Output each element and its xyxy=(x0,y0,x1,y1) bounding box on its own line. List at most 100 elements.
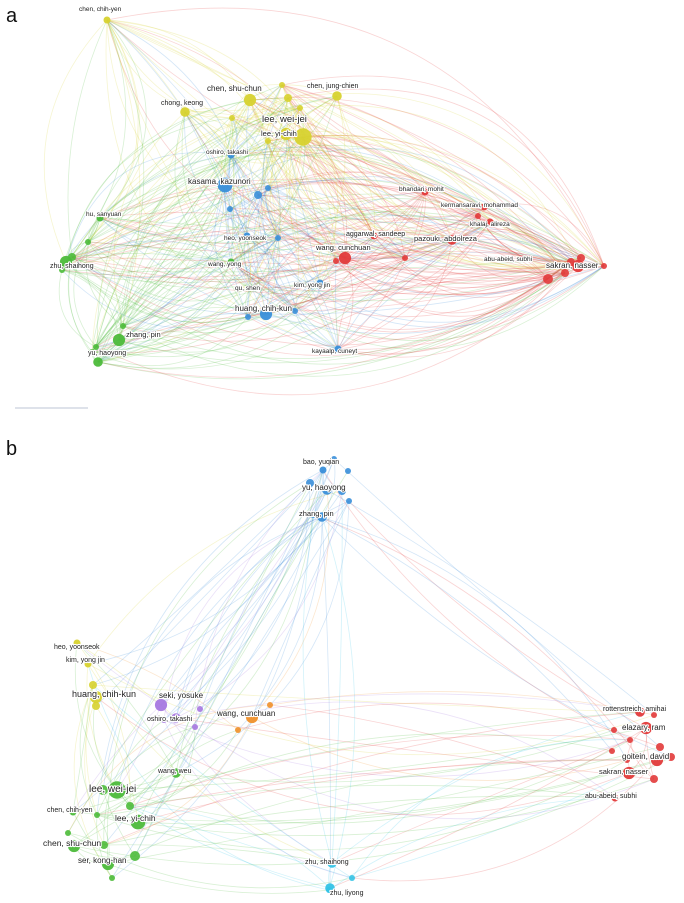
author-node-hu-sanyuan[interactable] xyxy=(96,214,104,222)
author-node-ser-kong-han[interactable] xyxy=(101,857,115,871)
author-node[interactable] xyxy=(338,487,346,495)
author-node[interactable] xyxy=(93,344,99,350)
author-node-heo-yoonseok[interactable] xyxy=(73,639,81,647)
author-node[interactable] xyxy=(89,349,95,355)
author-node-kim-yong-jin[interactable] xyxy=(316,279,324,287)
author-node[interactable] xyxy=(197,706,203,712)
author-node[interactable] xyxy=(310,512,316,518)
author-node[interactable] xyxy=(254,191,262,199)
author-node-zhu-shaihong[interactable] xyxy=(327,858,337,868)
author-node-zhang-pin[interactable] xyxy=(112,333,126,347)
author-node[interactable] xyxy=(543,274,553,284)
coauthor-link xyxy=(71,256,549,280)
author-node-lee-wei-jei[interactable] xyxy=(108,781,126,799)
author-node-seki-yosuke[interactable] xyxy=(154,698,168,712)
author-node-pazouki-abdolreza[interactable] xyxy=(447,235,457,245)
author-node[interactable] xyxy=(94,812,100,818)
author-node[interactable] xyxy=(265,138,271,144)
author-node[interactable] xyxy=(651,712,657,718)
author-node[interactable] xyxy=(349,875,355,881)
author-node[interactable] xyxy=(161,717,167,723)
author-node-zhu-liyong[interactable] xyxy=(325,883,335,893)
author-node-chong-keong[interactable] xyxy=(180,107,190,117)
author-node[interactable] xyxy=(279,82,285,88)
author-node-chen-shu-chun[interactable] xyxy=(243,93,257,107)
author-node-lee-wei-jei[interactable] xyxy=(294,128,312,146)
author-node-goitein-david[interactable] xyxy=(650,753,664,767)
author-node[interactable] xyxy=(59,267,65,273)
author-node[interactable] xyxy=(656,743,664,751)
author-node[interactable] xyxy=(609,748,615,754)
author-node[interactable] xyxy=(245,314,251,320)
author-node-wang-weu[interactable] xyxy=(171,768,181,778)
author-node[interactable] xyxy=(306,479,314,487)
author-node-bhandari-mohit[interactable] xyxy=(421,188,429,196)
author-node[interactable] xyxy=(267,702,273,708)
author-node-yu-haoyong[interactable] xyxy=(322,485,332,495)
author-node-kermansaravi-mohammad[interactable] xyxy=(480,203,488,211)
author-node-abu-abeid-subhi[interactable] xyxy=(611,794,619,802)
author-node[interactable] xyxy=(109,875,115,881)
author-node[interactable] xyxy=(292,308,298,314)
author-node[interactable] xyxy=(331,456,337,462)
author-node-abu-abeid-subhi[interactable] xyxy=(561,262,569,270)
author-node-kayaalp-cuneyt[interactable] xyxy=(334,345,342,353)
author-node[interactable] xyxy=(65,830,71,836)
author-node[interactable] xyxy=(345,468,351,474)
author-node-chen-jung-chien[interactable] xyxy=(332,91,342,101)
author-node[interactable] xyxy=(624,757,630,763)
author-node[interactable] xyxy=(227,206,233,212)
author-node[interactable] xyxy=(89,681,97,689)
author-node-sakran-nasser[interactable] xyxy=(571,259,585,273)
author-node-chen-shu-chun[interactable] xyxy=(67,839,81,853)
author-node-elazary-ram[interactable] xyxy=(639,721,653,735)
author-node-qu-shen[interactable] xyxy=(246,284,254,292)
author-node-aggarwal-sandeep[interactable] xyxy=(370,232,378,240)
author-node-kim-yong-jin[interactable] xyxy=(84,660,92,668)
author-node[interactable] xyxy=(92,702,100,710)
author-node[interactable] xyxy=(98,785,108,795)
author-node-huang-chih-kun[interactable] xyxy=(259,307,273,321)
author-node-wang-yong[interactable] xyxy=(227,258,235,266)
author-node[interactable] xyxy=(130,851,140,861)
author-node[interactable] xyxy=(120,323,126,329)
author-node[interactable] xyxy=(561,269,569,277)
author-node-kasama-kazunori[interactable] xyxy=(217,177,233,193)
author-node[interactable] xyxy=(100,841,108,849)
author-node-rottenstreich-amihai[interactable] xyxy=(635,707,645,717)
author-node-chen-chih-yen[interactable] xyxy=(69,808,77,816)
author-node-sakran-nasser[interactable] xyxy=(622,766,636,780)
author-node[interactable] xyxy=(297,105,303,111)
author-node[interactable] xyxy=(275,235,281,241)
author-node[interactable] xyxy=(601,263,607,269)
author-node[interactable] xyxy=(611,727,617,733)
author-node[interactable] xyxy=(235,727,241,733)
author-node-lee-yi-chih[interactable] xyxy=(279,127,293,141)
author-node-khalaj-alireza[interactable] xyxy=(486,218,494,226)
author-node[interactable] xyxy=(650,775,658,783)
author-node-zhang-pin[interactable] xyxy=(317,512,327,522)
author-node[interactable] xyxy=(265,185,271,191)
author-node-oshiro-takashi[interactable] xyxy=(171,713,181,723)
author-node-yu-haoyong[interactable] xyxy=(93,357,103,367)
author-node[interactable] xyxy=(192,724,198,730)
author-node[interactable] xyxy=(627,737,633,743)
author-node-wang-cunchuan[interactable] xyxy=(245,710,259,724)
author-node-wang-cunchuan[interactable] xyxy=(338,251,352,265)
author-node-huang-chih-kun[interactable] xyxy=(89,690,103,704)
author-node-lee-yi-chih[interactable] xyxy=(130,814,146,830)
author-node-zhu-shaihong[interactable] xyxy=(59,255,73,269)
author-node-oshiro-takashi[interactable] xyxy=(227,151,235,159)
author-node[interactable] xyxy=(402,255,408,261)
author-node-heo-yoonseok[interactable] xyxy=(243,232,251,240)
author-node[interactable] xyxy=(85,239,91,245)
author-node[interactable] xyxy=(126,802,134,810)
author-node[interactable] xyxy=(346,498,352,504)
author-node[interactable] xyxy=(229,115,235,121)
author-node-bao-yuqian[interactable] xyxy=(319,466,327,474)
author-node[interactable] xyxy=(475,213,481,219)
author-node-chen-chih-yen[interactable] xyxy=(103,16,111,24)
author-node[interactable] xyxy=(333,258,339,264)
author-node[interactable] xyxy=(667,753,675,761)
author-node[interactable] xyxy=(284,94,292,102)
